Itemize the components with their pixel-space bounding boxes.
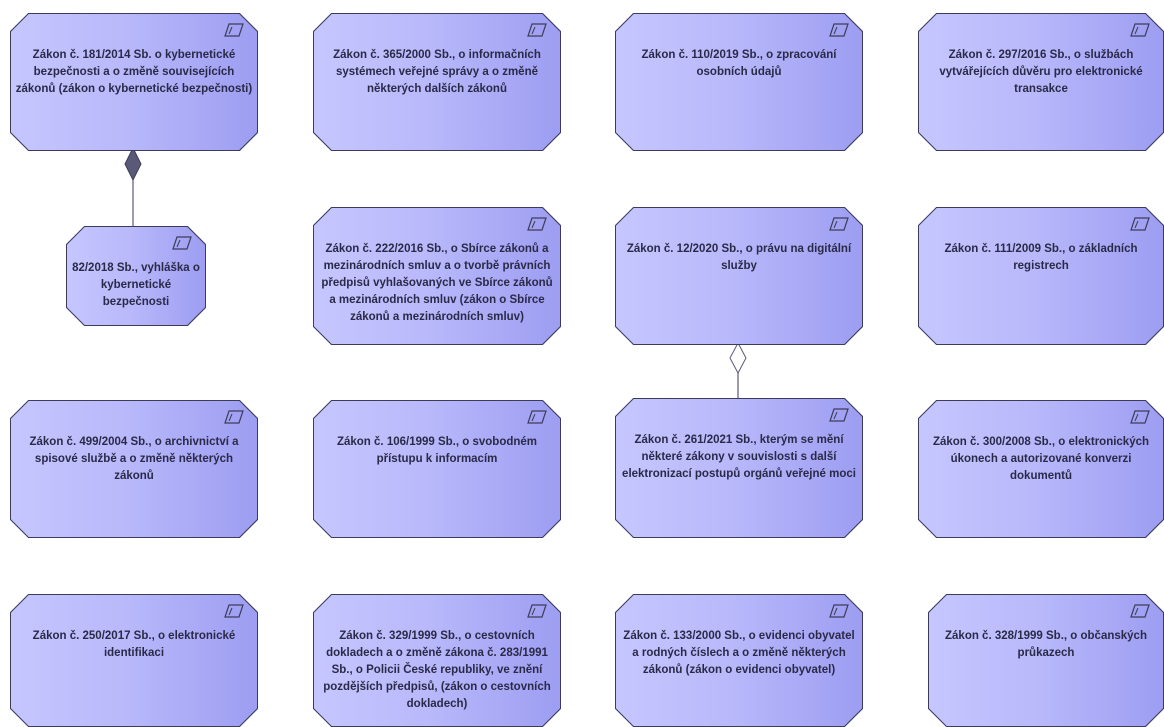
node-label: Zákon č. 12/2020 Sb., o právu na digitál… <box>626 243 852 272</box>
representation-icon <box>1130 410 1150 424</box>
node-label: Zákon č. 222/2016 Sb., o Sbírce zákonů a… <box>321 243 553 323</box>
representation-icon <box>829 408 849 422</box>
node-label: Zákon č. 300/2008 Sb., o elektronických … <box>932 436 1150 482</box>
node-label: Zákon č. 499/2004 Sb., o archivnictví a … <box>29 436 239 482</box>
aggregation-diamond-icon <box>729 341 747 375</box>
node-label: Zákon č. 261/2021 Sb., kterým se mění ně… <box>622 434 856 480</box>
law-node-499-2004[interactable]: Zákon č. 499/2004 Sb., o archivnictví a … <box>10 400 258 538</box>
law-node-106-1999[interactable]: Zákon č. 106/1999 Sb., o svobodném příst… <box>313 400 561 538</box>
node-label: Zákon č. 365/2000 Sb., o informačních sy… <box>333 49 541 95</box>
law-node-261-2021[interactable]: Zákon č. 261/2021 Sb., kterým se mění ně… <box>615 398 863 538</box>
composition-diamond-icon <box>124 146 142 182</box>
law-node-300-2008[interactable]: Zákon č. 300/2008 Sb., o elektronických … <box>918 400 1164 538</box>
representation-icon <box>1130 23 1150 37</box>
node-label: Zákon č. 329/1999 Sb., o cestovních dokl… <box>323 630 551 710</box>
law-node-297-2016[interactable]: Zákon č. 297/2016 Sb., o službách vytvář… <box>918 13 1164 151</box>
law-node-111-2009[interactable]: Zákon č. 111/2009 Sb., o základních regi… <box>918 207 1164 345</box>
node-label: Zákon č. 106/1999 Sb., o svobodném příst… <box>336 436 538 465</box>
law-node-82-2018[interactable]: 82/2018 Sb., vyhláška o kybernetické bez… <box>66 226 206 326</box>
representation-icon <box>224 410 244 424</box>
node-label: Zákon č. 110/2019 Sb., o zpracování osob… <box>641 49 837 78</box>
law-node-110-2019[interactable]: Zákon č. 110/2019 Sb., o zpracování osob… <box>615 13 863 151</box>
representation-icon <box>527 217 547 231</box>
representation-icon <box>829 23 849 37</box>
node-label: Zákon č. 181/2014 Sb. o kybernetické bez… <box>15 49 253 95</box>
representation-icon <box>224 23 244 37</box>
law-node-365-2000[interactable]: Zákon č. 365/2000 Sb., o informačních sy… <box>313 13 561 151</box>
representation-icon <box>1130 217 1150 231</box>
law-node-328-1999[interactable]: Zákon č. 328/1999 Sb., o občanských průk… <box>928 594 1164 727</box>
representation-icon <box>527 604 547 618</box>
representation-icon <box>527 23 547 37</box>
representation-icon <box>172 236 192 250</box>
representation-icon <box>527 410 547 424</box>
representation-icon <box>1130 604 1150 618</box>
node-label: Zákon č. 111/2009 Sb., o základních regi… <box>944 243 1138 272</box>
law-node-181-2014[interactable]: Zákon č. 181/2014 Sb. o kybernetické bez… <box>10 13 258 151</box>
law-node-329-1999[interactable]: Zákon č. 329/1999 Sb., o cestovních dokl… <box>313 594 561 727</box>
representation-icon <box>829 604 849 618</box>
node-label: Zákon č. 328/1999 Sb., o občanských průk… <box>945 630 1147 659</box>
node-label: 82/2018 Sb., vyhláška o kybernetické bez… <box>72 262 200 308</box>
representation-icon <box>829 217 849 231</box>
law-node-222-2016[interactable]: Zákon č. 222/2016 Sb., o Sbírce zákonů a… <box>313 207 561 345</box>
law-node-12-2020[interactable]: Zákon č. 12/2020 Sb., o právu na digitál… <box>615 207 863 345</box>
node-label: Zákon č. 133/2000 Sb., o evidenci obyvat… <box>623 630 855 676</box>
law-node-250-2017[interactable]: Zákon č. 250/2017 Sb., o elektronické id… <box>10 594 258 727</box>
law-node-133-2000[interactable]: Zákon č. 133/2000 Sb., o evidenci obyvat… <box>615 594 863 727</box>
node-label: Zákon č. 297/2016 Sb., o službách vytvář… <box>939 49 1143 95</box>
representation-icon <box>224 604 244 618</box>
node-label: Zákon č. 250/2017 Sb., o elektronické id… <box>32 630 236 659</box>
